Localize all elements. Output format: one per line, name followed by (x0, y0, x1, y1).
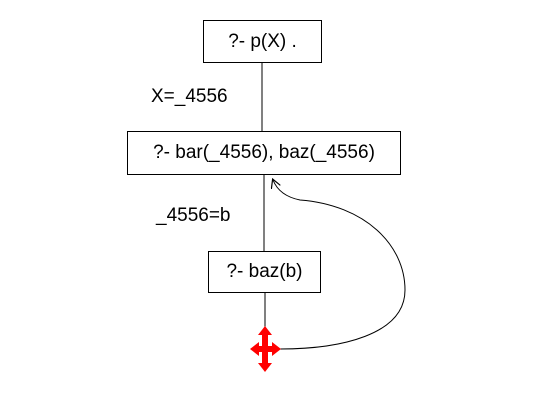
goal-node-query: ?- p(X) . (203, 20, 322, 63)
failure-cross-icon (250, 326, 281, 372)
goal-node-query-label: ?- p(X) . (228, 30, 297, 52)
goal-node-bar-baz-label: ?- bar(_4556), baz(_4556) (153, 142, 375, 163)
backtrack-arrow (273, 180, 406, 350)
goal-node-bar-baz: ?- bar(_4556), baz(_4556) (127, 131, 401, 175)
edge-label-var-binding: _4556=b (156, 205, 231, 226)
edge-label-x-binding: X=_4556 (151, 86, 228, 107)
goal-node-baz-label: ?- baz(b) (226, 261, 303, 282)
goal-node-baz: ?- baz(b) (208, 251, 321, 293)
